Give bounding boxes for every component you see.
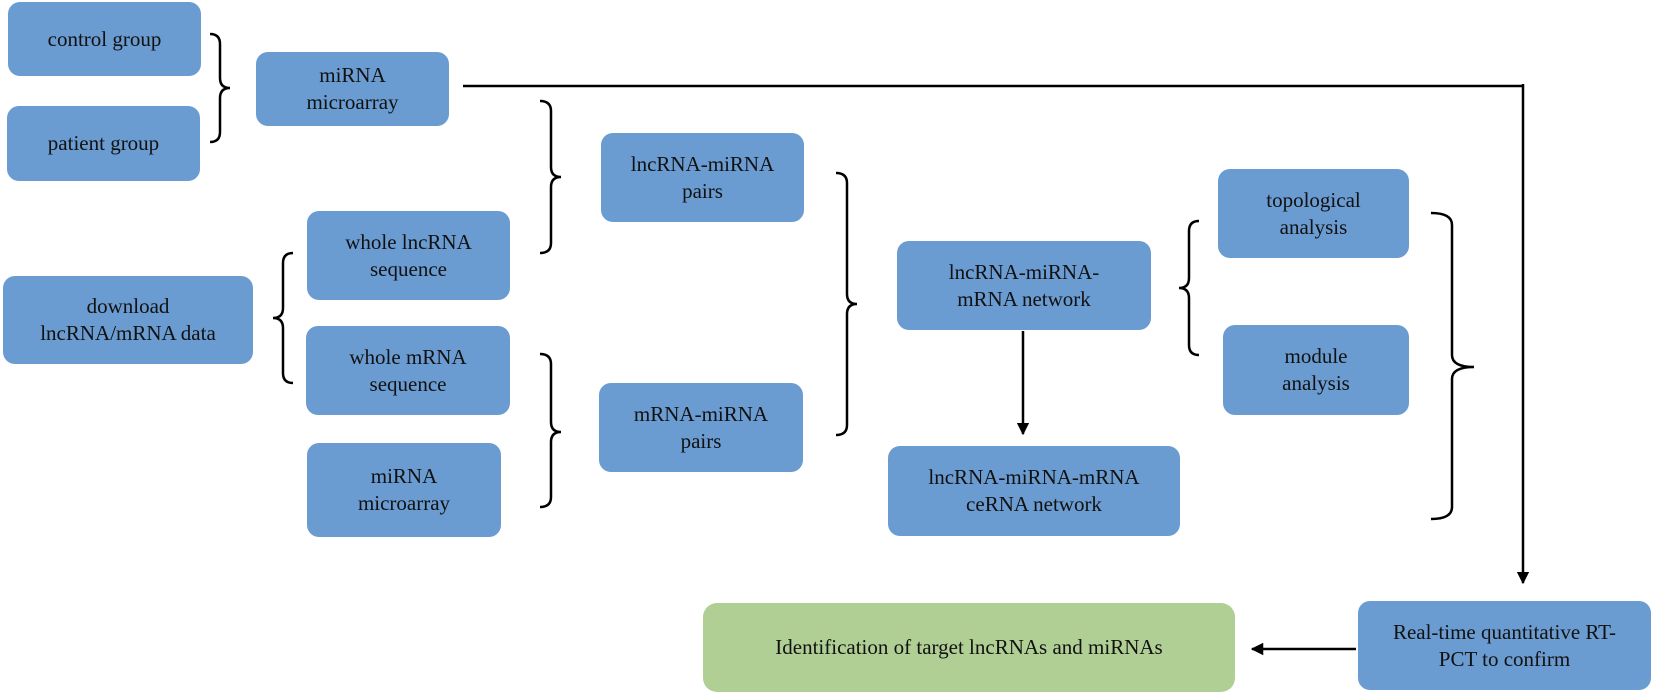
- cerna-network-box: lncRNA-miRNA-mRNA ceRNA network: [888, 446, 1180, 536]
- whole-mrna-box: whole mRNA sequence: [306, 326, 510, 415]
- brace-analysis: [1178, 219, 1200, 357]
- control-group-box: control group: [8, 2, 201, 76]
- topological-analysis-box: topological analysis: [1218, 169, 1409, 258]
- network-box: lncRNA-miRNA- mRNA network: [897, 241, 1151, 330]
- lncrna-mirna-pairs-box: lncRNA-miRNA pairs: [601, 133, 804, 222]
- module-analysis-box: module analysis: [1223, 325, 1409, 415]
- brace-pairs-network: [835, 171, 858, 437]
- mirna-microarray-bottom-box: miRNA microarray: [307, 443, 501, 537]
- brace-final: [1430, 211, 1475, 521]
- identification-box: Identification of target lncRNAs and miR…: [703, 603, 1235, 692]
- patient-group-box: patient group: [7, 106, 200, 181]
- mrna-mirna-pairs-box: mRNA-miRNA pairs: [599, 383, 803, 472]
- brace-mrna-pairs: [539, 352, 562, 509]
- download-data-box: download lncRNA/mRNA data: [3, 276, 253, 364]
- mirna-microarray-top-box: miRNA microarray: [256, 52, 449, 126]
- brace-download: [272, 251, 294, 385]
- brace-lncrna-pairs: [539, 99, 562, 255]
- rt-pct-box: Real-time quantitative RT- PCT to confir…: [1358, 601, 1651, 690]
- brace-groups: [209, 32, 231, 144]
- whole-lncrna-box: whole lncRNA sequence: [307, 211, 510, 300]
